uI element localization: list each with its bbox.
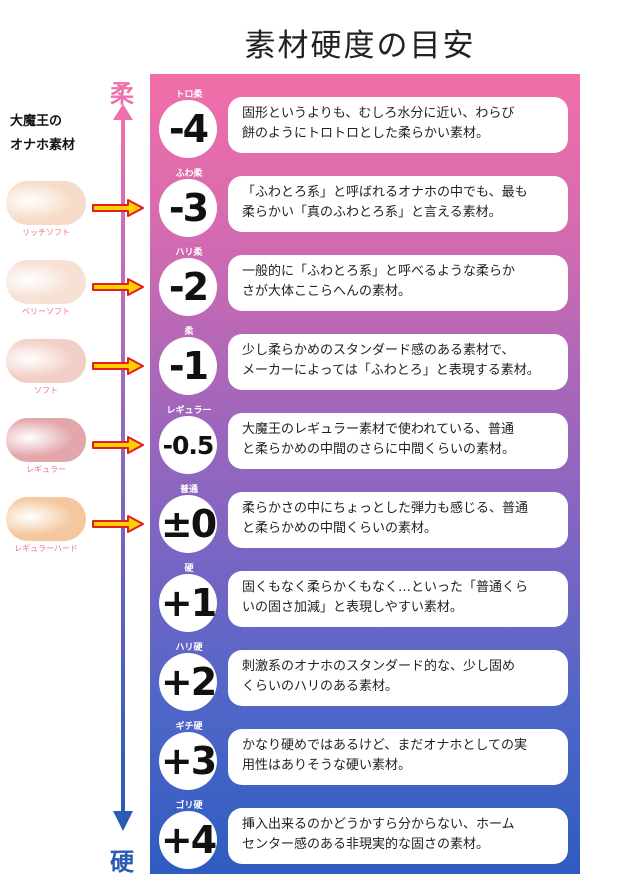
material-label: ソフト	[34, 386, 58, 395]
side-title: 大魔王の オナホ素材	[10, 110, 75, 158]
arrow-right-icon	[92, 436, 144, 454]
description-line: センター感のある非現実的な固さの素材。	[242, 837, 490, 852]
level-value: -4	[159, 100, 217, 158]
material-label: リッチソフト	[22, 228, 70, 237]
axis-hard-label: 硬	[110, 848, 134, 876]
level-value: -0.5	[159, 416, 217, 474]
material-label: レギュラー	[26, 465, 66, 474]
level-description: 刺激系のオナホのスタンダード的な、少し固めくらいのハリのある素材。	[228, 650, 568, 706]
description-line: メーカーによっては「ふわとろ」と表現する素材。	[242, 363, 540, 378]
material-item: ソフト	[6, 339, 92, 396]
level-description: 大魔王のレギュラー素材で使われている、普通と柔らかめの中間のさらに中間くらいの素…	[228, 413, 568, 469]
description-line: 餅のようにトロトロとした柔らかい素材。	[242, 126, 490, 141]
description-line: と柔らかめの中間のさらに中間くらいの素材。	[242, 442, 516, 457]
level-tag: 硬	[184, 564, 194, 574]
level-description: 固形というよりも、むしろ水分に近い、わらび餅のようにトロトロとした柔らかい素材。	[228, 97, 568, 153]
material-image	[6, 181, 86, 225]
level-tag: 柔	[184, 327, 194, 337]
description-line: いの固さ加減」と表現しやすい素材。	[242, 600, 463, 615]
hardness-level: ふわ柔-3「ふわとろ系」と呼ばれるオナホの中でも、最も柔らかい「真のふわとろ系」…	[150, 159, 580, 237]
material-image	[6, 497, 86, 541]
level-value: +3	[159, 732, 217, 790]
level-value: -2	[159, 258, 217, 316]
material-label: レギュラーハード	[14, 544, 78, 553]
level-tag: レギュラー	[166, 406, 212, 416]
level-description: かなり硬めではあるけど、まだオナホとしての実用性はありそうな硬い素材。	[228, 729, 568, 785]
axis-soft-label: 柔	[110, 80, 134, 108]
material-item: レギュラーハード	[6, 497, 92, 554]
level-tag: トロ柔	[175, 90, 203, 100]
description-line: 一般的に「ふわとろ系」と呼べるような柔らか	[242, 264, 516, 279]
level-value: +1	[159, 574, 217, 632]
description-line: 用性はありそうな硬い素材。	[242, 758, 412, 773]
level-tag: 普通	[179, 485, 198, 495]
description-line: さが大体ここらへんの素材。	[242, 284, 412, 299]
level-value: -3	[159, 179, 217, 237]
material-item: レギュラー	[6, 418, 92, 475]
description-line: かなり硬めではあるけど、まだオナホとしての実	[242, 738, 527, 753]
description-line: 大魔王のレギュラー素材で使われている、普通	[242, 422, 514, 437]
level-description: 固くもなく柔らかくもなく…といった「普通くらいの固さ加減」と表現しやすい素材。	[228, 571, 568, 627]
side-title-line-2: オナホ素材	[10, 138, 76, 153]
description-line: 刺激系のオナホのスタンダード的な、少し固め	[242, 659, 516, 674]
level-tag: ギチ硬	[175, 722, 203, 732]
level-tag: ハリ硬	[175, 643, 203, 653]
arrow-right-icon	[92, 515, 144, 533]
level-description: 一般的に「ふわとろ系」と呼べるような柔らかさが大体ここらへんの素材。	[228, 255, 568, 311]
level-value: -1	[159, 337, 217, 395]
level-description: 「ふわとろ系」と呼ばれるオナホの中でも、最も柔らかい「真のふわとろ系」と言える素…	[228, 176, 568, 232]
material-image	[6, 260, 86, 304]
level-value: +4	[159, 811, 217, 869]
level-value: +2	[159, 653, 217, 711]
description-line: 柔らかい「真のふわとろ系」と言える素材。	[242, 205, 502, 220]
level-value: ±0	[159, 495, 217, 553]
description-line: 少し柔らかめのスタンダード感のある素材で、	[242, 343, 515, 358]
level-tag: ふわ柔	[175, 169, 203, 179]
description-line: と柔らかめの中間くらいの素材。	[242, 521, 438, 536]
material-label: ベリーソフト	[22, 307, 70, 316]
description-line: 柔らかさの中にちょっとした弾力も感じる、普通	[242, 501, 529, 516]
arrow-right-icon	[92, 199, 144, 217]
material-image	[6, 418, 86, 462]
level-tag: ハリ柔	[175, 248, 203, 258]
level-tag: ゴリ硬	[175, 801, 203, 811]
level-description: 挿入出来るのかどうかすら分からない、ホームセンター感のある非現実的な固さの素材。	[228, 808, 568, 864]
description-line: 固くもなく柔らかくもなく…といった「普通くら	[242, 580, 529, 595]
side-title-line-1: 大魔王の	[10, 114, 63, 129]
page-title: 素材硬度の目安	[244, 28, 476, 64]
material-item: ベリーソフト	[6, 260, 92, 317]
hardness-axis	[121, 118, 125, 813]
description-line: 挿入出来るのかどうかすら分からない、ホーム	[242, 817, 515, 832]
level-description: 少し柔らかめのスタンダード感のある素材で、メーカーによっては「ふわとろ」と表現す…	[228, 334, 568, 390]
axis-arrow-down-icon	[113, 811, 133, 831]
description-line: くらいのハリのある素材。	[242, 679, 399, 694]
description-line: 固形というよりも、むしろ水分に近い、わらび	[242, 106, 515, 121]
level-description: 柔らかさの中にちょっとした弾力も感じる、普通と柔らかめの中間くらいの素材。	[228, 492, 568, 548]
description-line: 「ふわとろ系」と呼ばれるオナホの中でも、最も	[242, 185, 528, 200]
material-image	[6, 339, 86, 383]
material-item: リッチソフト	[6, 181, 92, 238]
arrow-right-icon	[92, 357, 144, 375]
axis-arrow-up-icon	[113, 104, 133, 120]
arrow-right-icon	[92, 278, 144, 296]
